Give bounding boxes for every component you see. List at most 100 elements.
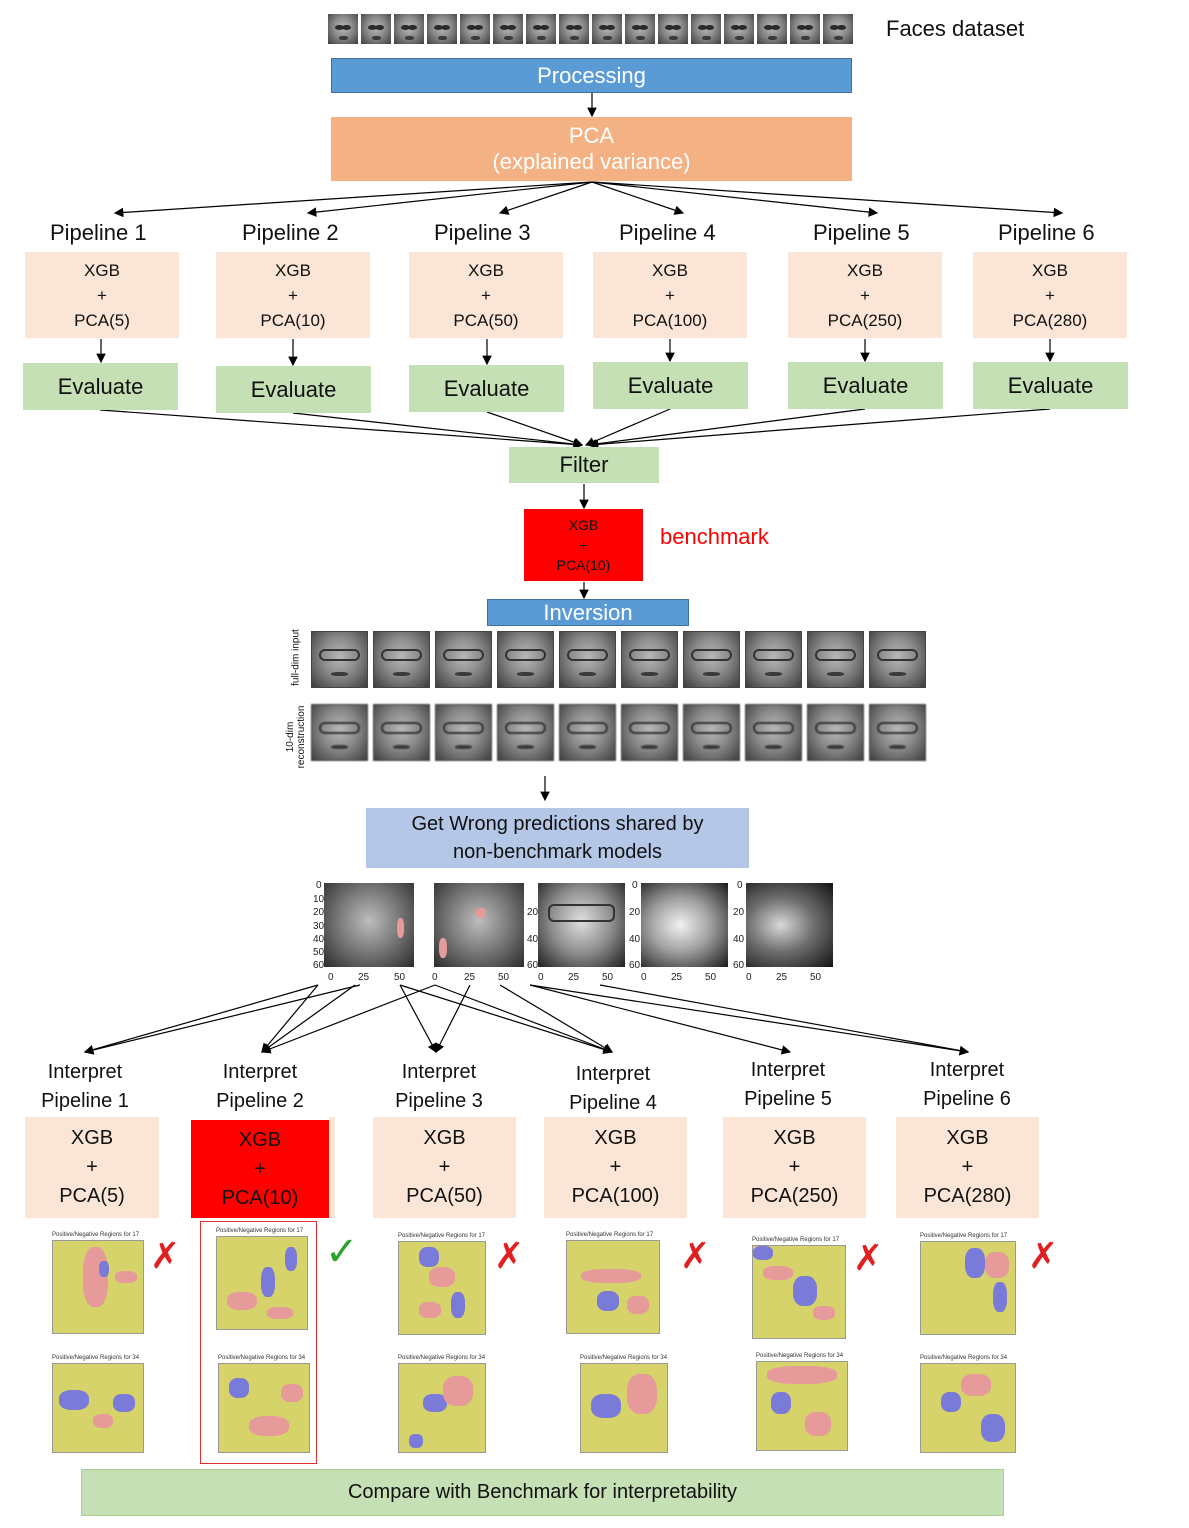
region-title-17: Positive/Negative Regions for 17 (52, 1232, 140, 1238)
face-image (745, 704, 802, 761)
tick-label: 0 (632, 880, 638, 891)
pca-param-label: PCA(100) (632, 310, 708, 330)
face-thumb (559, 14, 589, 44)
interpret-title-4: Interpret Pipeline 4 (558, 1060, 668, 1118)
model-label: XGB (468, 260, 504, 280)
pca-box: PCA (explained variance) (331, 117, 852, 181)
interpret-title-3: Interpret Pipeline 3 (384, 1058, 494, 1116)
pca-param-label: PCA(10) (556, 557, 611, 573)
tick-label: 40 (629, 934, 641, 945)
reconstruction-faces-row (311, 704, 926, 761)
tick-label: 10 (313, 894, 325, 905)
tick-label: 25 (671, 972, 683, 983)
tick-label: 30 (313, 921, 325, 932)
tick-label: 20 (313, 907, 325, 918)
interpret-title-1: Interpret Pipeline 1 (30, 1058, 140, 1116)
shared-face-1 (324, 883, 414, 967)
tick-label: 20 (527, 907, 539, 918)
interpret-title-5: Interpret Pipeline 5 (733, 1056, 843, 1114)
face-thumb (394, 14, 424, 44)
pca-title: PCA (568, 123, 615, 148)
model-label: XGB (238, 1128, 282, 1151)
region-title-34: Positive/Negative Regions for 34 (218, 1355, 306, 1361)
pipeline-box-3: XGB + PCA(50) (409, 252, 563, 338)
model-label: XGB (275, 260, 311, 280)
check-icon: ✓ (325, 1230, 359, 1274)
tick-label: 0 (746, 972, 752, 983)
evaluate-box-4: Evaluate (593, 362, 748, 409)
face-thumb (658, 14, 688, 44)
tick-label: 25 (358, 972, 370, 983)
interpret-box-2-accent (329, 1117, 335, 1218)
region-title-17: Positive/Negative Regions for 17 (398, 1233, 486, 1239)
pca-param-label: PCA(250) (750, 1185, 839, 1207)
tick-label: 0 (316, 880, 322, 891)
plus-label: + (288, 285, 298, 305)
tick-label: 25 (776, 972, 788, 983)
tick-label: 0 (641, 972, 647, 983)
tick-label: 50 (705, 972, 717, 983)
plus-label: + (97, 285, 107, 305)
pipeline-box-6: XGB + PCA(280) (973, 252, 1127, 338)
evaluate-box-6: Evaluate (973, 362, 1128, 409)
region-title-17: Positive/Negative Regions for 17 (920, 1233, 1008, 1239)
plus-label: + (665, 285, 675, 305)
benchmark-highlight-frame (200, 1221, 317, 1464)
interpret-line1: Interpret (401, 1061, 477, 1083)
interpret-line2: Pipeline 3 (395, 1090, 483, 1112)
interpret-line1: Interpret (929, 1059, 1005, 1081)
tick-label: 20 (629, 907, 641, 918)
tick-label: 50 (394, 972, 406, 983)
interpret-box-6: XGB + PCA(280) (896, 1117, 1039, 1218)
interpret-title-2: Interpret Pipeline 2 (205, 1058, 315, 1116)
row-label-recon: 10-dim reconstruction (285, 705, 307, 769)
region-title-17: Positive/Negative Regions for 17 (216, 1228, 304, 1234)
dataset-label: Faces dataset (886, 16, 1025, 41)
tick-label: 60 (527, 960, 539, 971)
inversion-box: Inversion (487, 599, 689, 626)
pipeline-title-3: Pipeline 3 (434, 220, 531, 245)
pipeline-box-5: XGB + PCA(250) (788, 252, 942, 338)
region-title-34: Positive/Negative Regions for 34 (580, 1355, 668, 1361)
cross-icon: ✗ (494, 1235, 525, 1276)
model-label: XGB (423, 1127, 466, 1149)
region-image-17 (920, 1241, 1016, 1335)
tick-label: 50 (602, 972, 614, 983)
tick-label: 50 (498, 972, 510, 983)
face-thumb (757, 14, 787, 44)
interpret-title-6: Interpret Pipeline 6 (912, 1056, 1022, 1114)
pca-param-label: PCA(250) (827, 310, 903, 330)
tick-label: 25 (464, 972, 476, 983)
model-label: XGB (652, 260, 688, 280)
face-image (869, 704, 926, 761)
face-image (435, 704, 492, 761)
region-image-17 (216, 1236, 308, 1330)
pca-param-label: PCA(100) (571, 1185, 660, 1207)
pipeline-title-1: Pipeline 1 (50, 220, 147, 245)
wrong-predictions-line2: non-benchmark models (453, 841, 662, 863)
plus-label: + (788, 1156, 801, 1178)
shared-face-3 (538, 883, 625, 967)
region-title-34: Positive/Negative Regions for 34 (52, 1355, 140, 1361)
pca-param-label: PCA(10) (260, 310, 326, 330)
pca-param-label: PCA(50) (406, 1185, 483, 1207)
wrong-predictions-line1: Get Wrong predictions shared by (411, 813, 704, 835)
evaluate-box-5: Evaluate (788, 362, 943, 409)
face-image (435, 631, 492, 688)
face-image (559, 704, 616, 761)
face-thumb (361, 14, 391, 44)
face-image (497, 704, 554, 761)
pipeline-title-6: Pipeline 6 (998, 220, 1095, 245)
cross-icon: ✗ (680, 1235, 711, 1276)
tick-label: 50 (313, 947, 325, 958)
tick-label: 60 (313, 960, 325, 971)
plus-label: + (860, 285, 870, 305)
face-image (807, 704, 864, 761)
shared-face-2 (434, 883, 524, 967)
plus-label: + (254, 1157, 266, 1180)
tick-label: 25 (568, 972, 580, 983)
face-thumb (625, 14, 655, 44)
row-label-input: full-dim input (290, 629, 302, 686)
region-image-17 (52, 1240, 144, 1334)
interpret-line1: Interpret (47, 1061, 123, 1083)
